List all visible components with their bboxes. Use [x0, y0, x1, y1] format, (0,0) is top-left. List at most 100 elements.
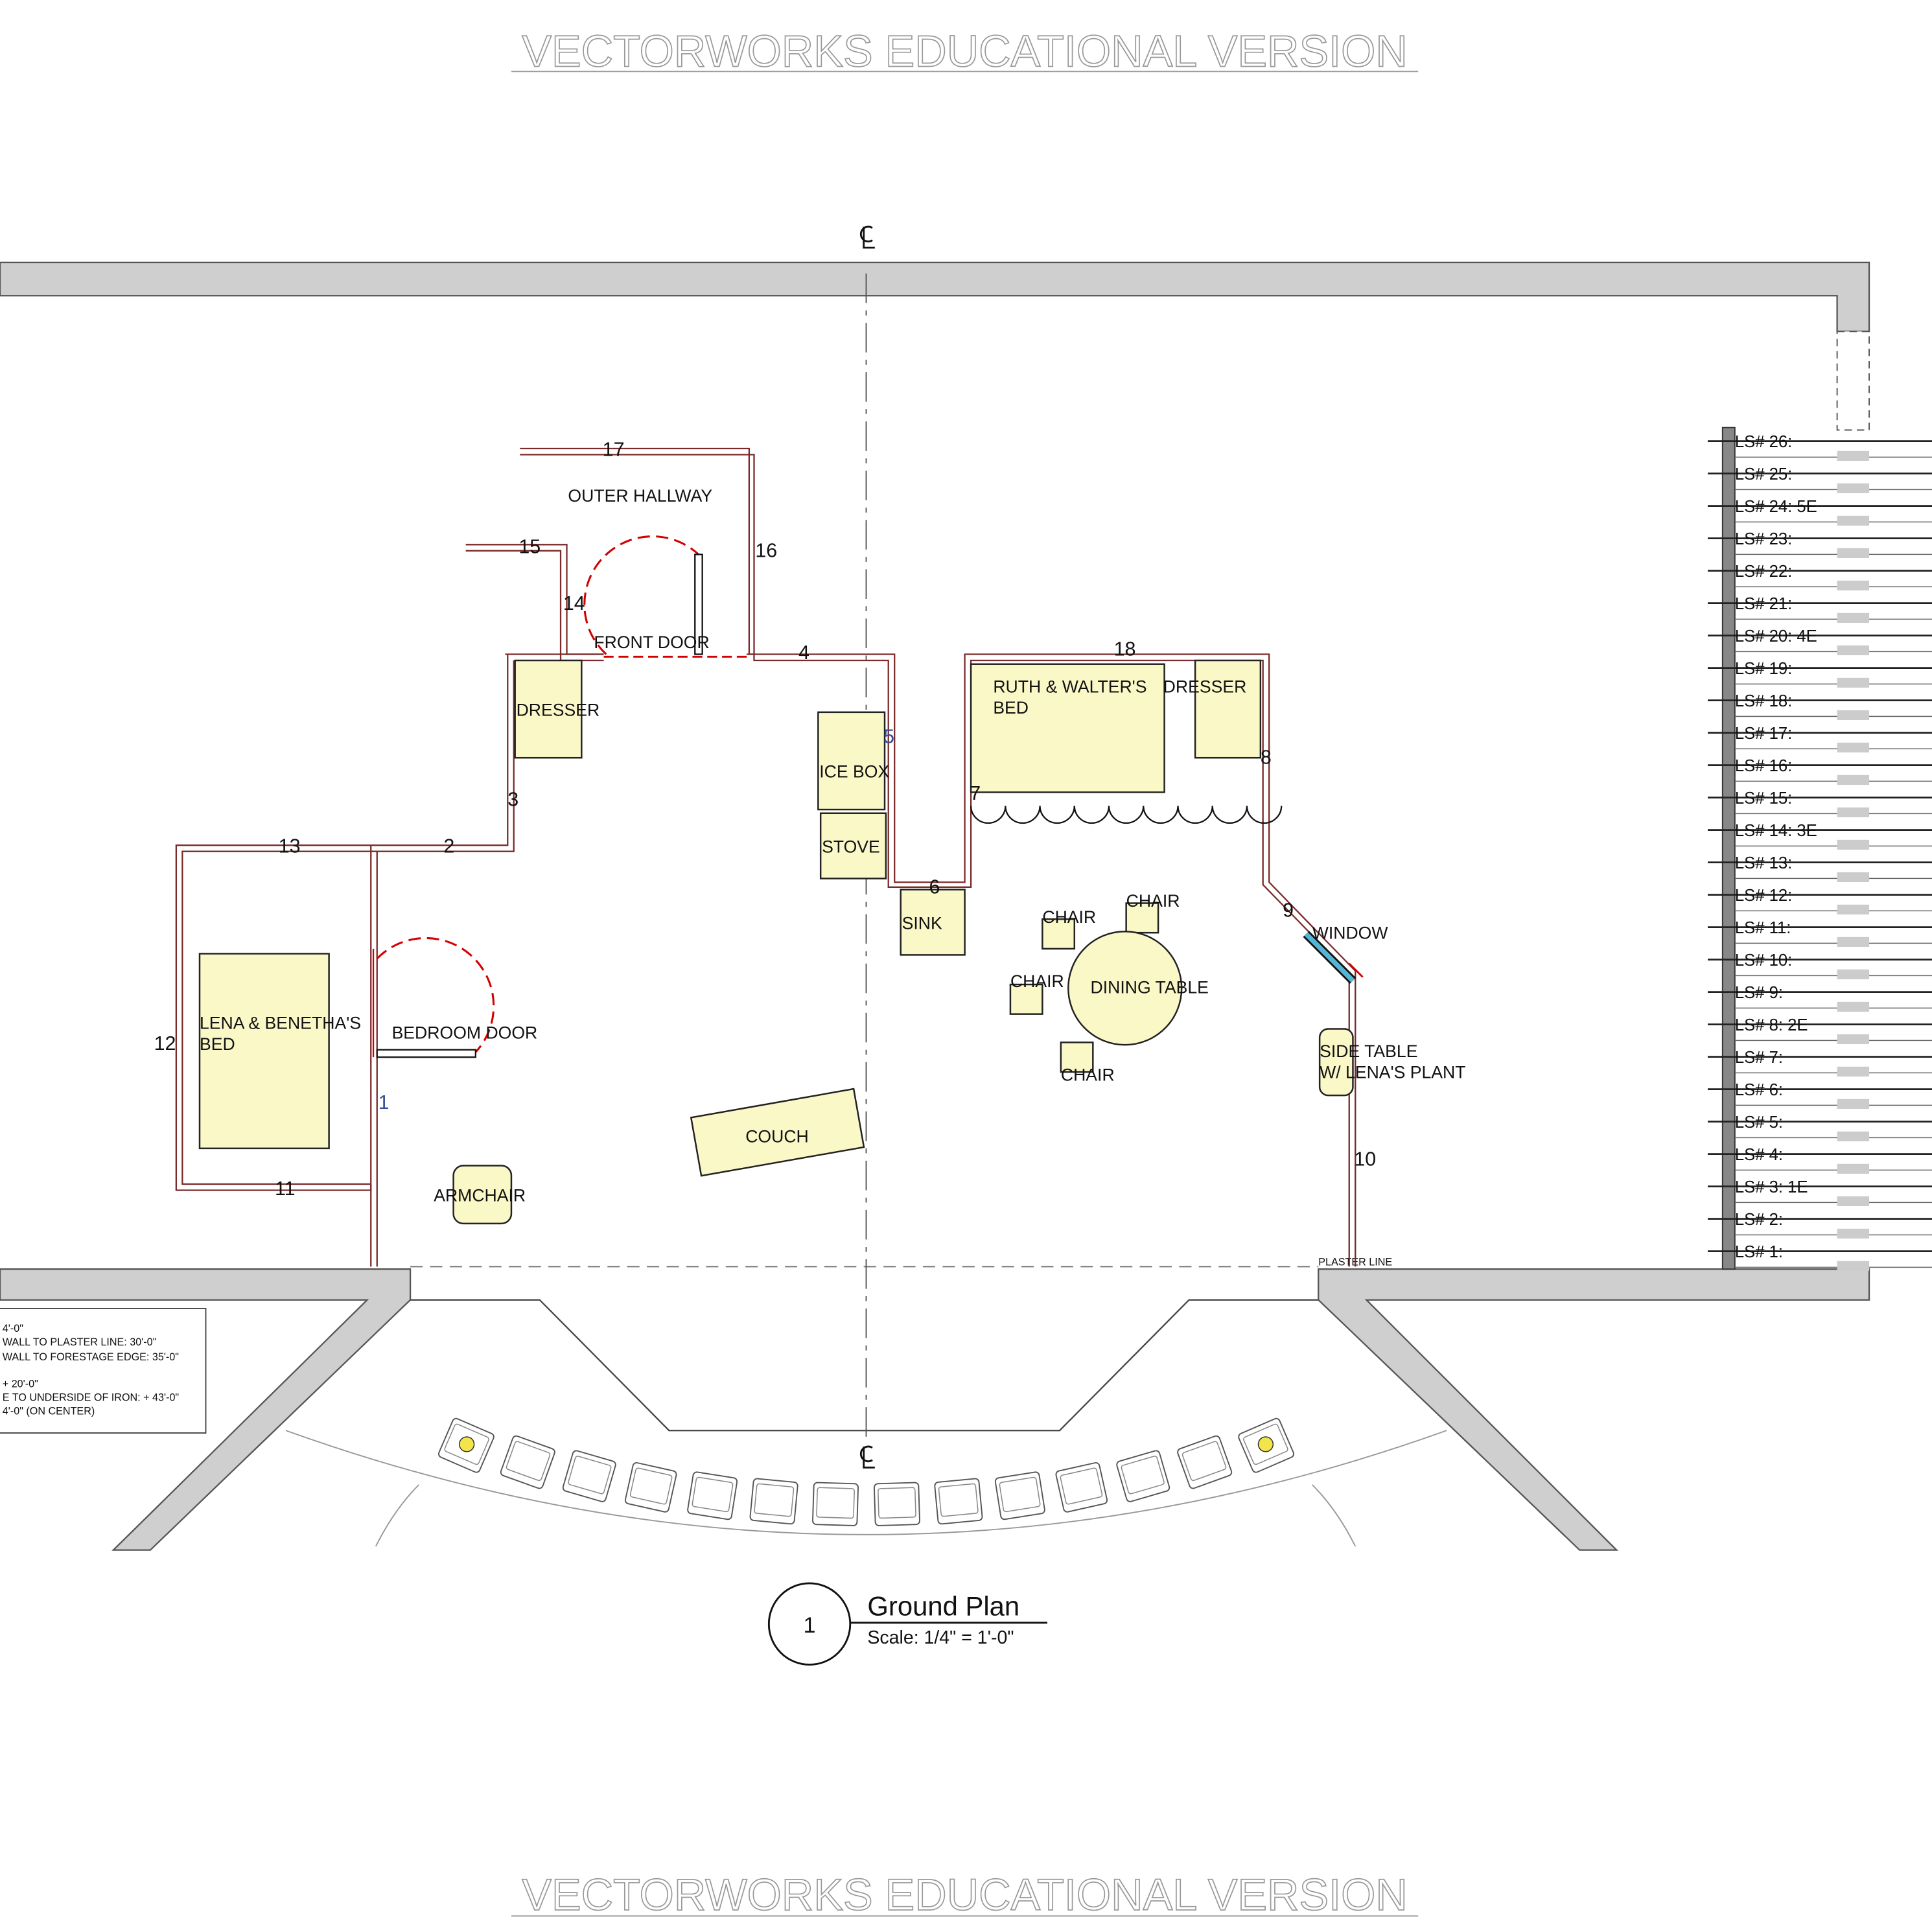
lineset-label: LS# 20: 4E — [1735, 627, 1817, 646]
lineset-label: LS# 26: — [1735, 433, 1792, 451]
dresser-right — [1194, 659, 1262, 759]
audience-seat — [812, 1482, 859, 1526]
audience-seat — [1055, 1462, 1108, 1513]
lineset-row: LS# 17: — [1707, 725, 1932, 753]
lineset-row: LS# 9: — [1707, 984, 1932, 1012]
chair-top-right-label: CHAIR — [1126, 891, 1180, 911]
centerline-symbol-bottom — [859, 1445, 875, 1469]
audience-seat — [562, 1450, 616, 1502]
flat-number-14: 14 — [563, 592, 585, 614]
lineset-label: LS# 10: — [1735, 951, 1792, 970]
lineset-row: LS# 11: — [1707, 919, 1932, 948]
lineset-label: LS# 5: — [1735, 1113, 1783, 1132]
note-1: 4'-0" — [3, 1323, 23, 1334]
flat-number-5: 5 — [883, 725, 894, 747]
lineset-label: LS# 2: — [1735, 1211, 1783, 1229]
lineset-row: LS# 13: — [1707, 854, 1932, 883]
lineset-label: LS# 21: — [1735, 595, 1792, 613]
flat-number-7: 7 — [970, 782, 981, 804]
lena-benetha-bed — [198, 953, 330, 1150]
ruth-bed-label-1: RUTH & WALTER'S — [993, 677, 1146, 696]
lineset-row: LS# 24: 5E — [1707, 498, 1932, 526]
audience-seat — [500, 1435, 555, 1489]
lineset-row: LS# 22: — [1707, 563, 1932, 591]
lineset-row: LS# 20: 4E — [1707, 627, 1932, 656]
lineset-row: LS# 19: — [1707, 660, 1932, 688]
lineset-label: LS# 8: 2E — [1735, 1016, 1808, 1034]
flat-number-8: 8 — [1261, 747, 1272, 769]
dresser-right-label: DRESSER — [1163, 677, 1247, 696]
bedroom-door-label: BEDROOM DOOR — [392, 1023, 538, 1043]
flat-number-9: 9 — [1283, 899, 1294, 921]
lineset-label: LS# 15: — [1735, 789, 1792, 808]
front-door[interactable] — [583, 535, 747, 658]
audience-seat — [437, 1417, 495, 1473]
stove-label: STOVE — [822, 837, 880, 857]
curtain-valance — [970, 806, 1283, 824]
lineset-row: LS# 26: — [1707, 433, 1932, 461]
lineset-label: LS# 6: — [1735, 1081, 1783, 1099]
watermark-top: VECTORWORKS EDUCATIONAL VERSION — [522, 27, 1407, 76]
title-text: Ground Plan — [867, 1590, 1019, 1621]
flat-number-15: 15 — [518, 536, 541, 558]
lineset-label: LS# 13: — [1735, 854, 1792, 872]
lena-bed-label-1: LENA & BENETHA'S — [200, 1013, 361, 1032]
sink-label: SINK — [902, 913, 942, 933]
dresser-left-label: DRESSER — [517, 701, 600, 720]
labels: OUTER HALLWAY FRONT DOOR DRESSER ICE BOX… — [200, 486, 1466, 1205]
lineset-row: LS# 10: — [1707, 951, 1932, 980]
notes-box: 4'-0" WALL TO PLASTER LINE: 30'-0" WALL … — [0, 1308, 207, 1434]
window[interactable] — [1303, 931, 1364, 984]
bedroom-door[interactable] — [372, 937, 495, 1058]
flat-numbers: 1 2 3 4 5 6 7 8 9 10 11 12 13 14 15 16 1… — [154, 438, 1377, 1200]
note-2: WALL TO PLASTER LINE: 30'-0" — [3, 1336, 157, 1348]
scenery-flats — [175, 447, 1356, 1267]
chair-left-label: CHAIR — [1010, 972, 1064, 991]
note-5: E TO UNDERSIDE OF IRON: + 43'-0" — [3, 1392, 180, 1404]
lineset-row: LS# 3: 1E — [1707, 1178, 1932, 1207]
lena-bed-label-2: BED — [200, 1034, 235, 1054]
flat-number-18: 18 — [1114, 638, 1136, 660]
lineset-row: LS# 25: — [1707, 465, 1932, 494]
ice-box-label: ICE BOX — [819, 762, 889, 782]
lineset-row: LS# 18: — [1707, 692, 1932, 721]
flat-number-16: 16 — [755, 539, 777, 561]
couch-label: COUCH — [745, 1126, 809, 1146]
audience-seat — [994, 1471, 1045, 1520]
lineset-row: LS# 21: — [1707, 595, 1932, 623]
flat-number-17: 17 — [603, 438, 625, 460]
lineset-label: LS# 17: — [1735, 725, 1792, 743]
dining-table-label: DINING TABLE — [1091, 977, 1209, 997]
lineset-label: LS# 16: — [1735, 757, 1792, 775]
watermark-bottom: VECTORWORKS EDUCATIONAL VERSION — [522, 1870, 1407, 1920]
theatre-walls: PLASTER LINE — [0, 261, 1870, 1551]
window-label: WINDOW — [1312, 924, 1389, 943]
flat-number-11: 11 — [275, 1178, 296, 1200]
front-door-label: FRONT DOOR — [594, 633, 709, 652]
lineset-row: LS# 15: — [1707, 789, 1932, 818]
lineset-label: LS# 12: — [1735, 887, 1792, 905]
lineset-label: LS# 14: 3E — [1735, 822, 1817, 840]
lineset-row: LS# 1: — [1707, 1243, 1932, 1272]
audience-seat — [1116, 1450, 1170, 1502]
couch — [690, 1088, 865, 1177]
lineset-label: LS# 25: — [1735, 465, 1792, 483]
lineset-label: LS# 3: 1E — [1735, 1178, 1808, 1196]
dresser-left — [514, 659, 583, 759]
chair-top-left — [1042, 918, 1076, 950]
lineset-label: LS# 19: — [1735, 660, 1792, 678]
note-4: + 20'-0" — [3, 1379, 38, 1390]
sink — [900, 889, 966, 956]
lineset-row: LS# 7: — [1707, 1049, 1932, 1077]
title-block: 1 Ground Plan Scale: 1/4" = 1'-0" — [767, 1582, 1047, 1666]
audience-seat — [934, 1478, 983, 1525]
flat-number-13: 13 — [279, 835, 301, 857]
side-table-label-1: SIDE TABLE — [1320, 1042, 1417, 1061]
audience-seat — [624, 1462, 677, 1513]
ruth-walter-bed — [970, 663, 1165, 793]
flat-number-4: 4 — [798, 642, 809, 664]
lineset-label: LS# 24: 5E — [1735, 498, 1817, 516]
chair-top-right — [1125, 902, 1159, 934]
